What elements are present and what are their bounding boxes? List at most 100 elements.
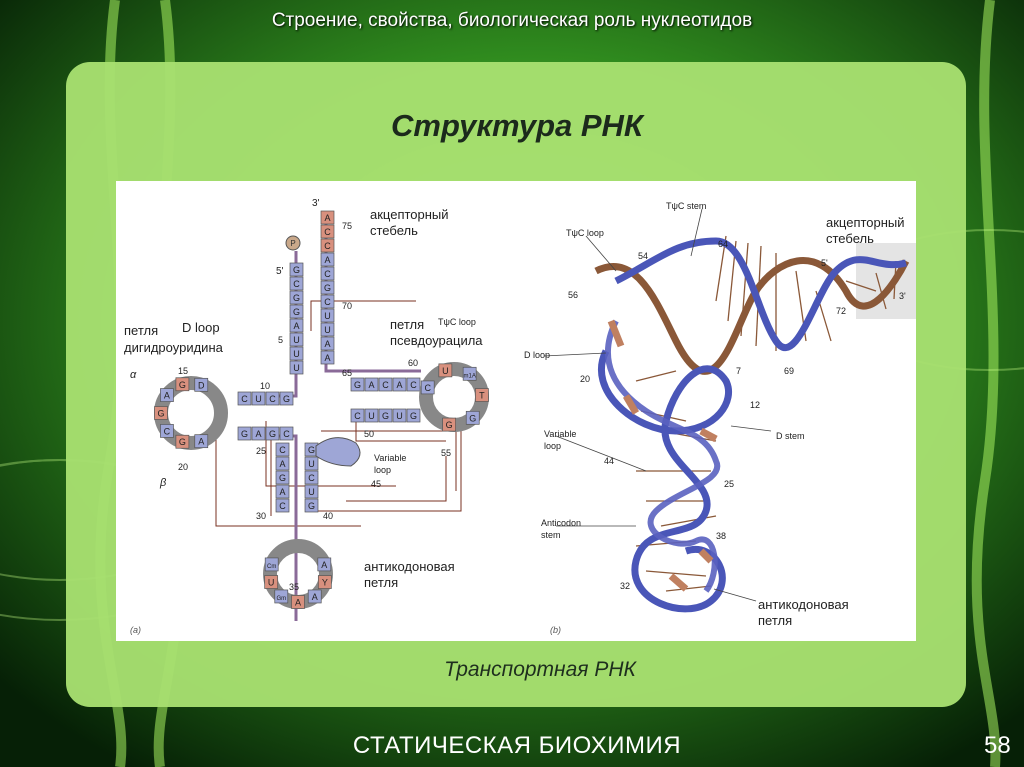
anticodon-loop-label-1: антикодоновая bbox=[364, 559, 455, 574]
d-loop-base: G bbox=[157, 409, 164, 419]
t-loop-ru-label-2: псевдоурацила bbox=[390, 333, 483, 348]
acceptor3-base: U bbox=[324, 311, 331, 321]
t-loop-base: G bbox=[469, 413, 476, 423]
anticodon-loop-base: A bbox=[312, 592, 318, 602]
anticodon3-cell bbox=[304, 484, 319, 499]
b-pos-25: 25 bbox=[724, 479, 734, 489]
slide-heading: Структура РНК bbox=[391, 108, 643, 143]
b-anticodon-loop-2: петля bbox=[758, 613, 792, 628]
darm-top-base: C bbox=[241, 394, 248, 404]
anticodon3-cell bbox=[304, 498, 319, 513]
tarm-top-cell bbox=[406, 377, 421, 392]
anticodon3-cell bbox=[304, 470, 319, 485]
figure-caption: Транспортная РНК bbox=[444, 658, 636, 681]
anticodon5-cell bbox=[275, 456, 290, 471]
panel-a-tag: (a) bbox=[130, 625, 141, 635]
t-loop-label: TψC loop bbox=[438, 317, 476, 327]
darm-top-base: U bbox=[255, 394, 262, 404]
acceptor3-base: G bbox=[324, 283, 331, 293]
anticodon-loop-base: Cm bbox=[267, 564, 276, 570]
acceptor5-cell bbox=[289, 290, 304, 305]
pos-5: 5 bbox=[278, 335, 283, 345]
acceptor3-cell bbox=[320, 322, 335, 337]
darm-bottom-base: A bbox=[255, 429, 261, 439]
d-loop-base: G bbox=[179, 437, 186, 447]
b-pos-44: 44 bbox=[604, 456, 614, 466]
anticodon-loop-cell bbox=[274, 589, 289, 604]
anticodon-loop-cell bbox=[317, 575, 332, 589]
anticodon5-cell bbox=[275, 498, 290, 513]
b-dloop-label: D loop bbox=[524, 350, 550, 360]
darm-bottom-cell bbox=[251, 426, 266, 441]
anticodon5-cell bbox=[275, 470, 290, 485]
anticodon-loop-label-2: петля bbox=[364, 575, 398, 590]
anticodon5-cell bbox=[275, 484, 290, 499]
alpha-label: α bbox=[130, 369, 137, 381]
pos-70: 70 bbox=[342, 301, 352, 311]
anticodon5-base: C bbox=[279, 501, 286, 511]
tarm-top-base: A bbox=[396, 380, 402, 390]
phosphate-label: P bbox=[290, 239, 295, 248]
anticodon5-cell bbox=[275, 442, 290, 457]
tarm-top-cell bbox=[378, 377, 393, 392]
acceptor3-cell bbox=[320, 238, 335, 253]
tarm-bottom-cell bbox=[378, 408, 393, 423]
tertiary-lines bbox=[215, 300, 462, 527]
d-loop-base: D bbox=[198, 380, 205, 390]
b-pos-7: 7 bbox=[736, 366, 741, 376]
darm-top-cell bbox=[279, 391, 294, 406]
t-loop-base: U bbox=[442, 366, 449, 376]
darm-bottom-base: G bbox=[241, 429, 248, 439]
tarm-bottom-base: G bbox=[382, 411, 389, 421]
d-loop-cell bbox=[160, 388, 174, 402]
page-number: 58 bbox=[984, 732, 1011, 759]
tarm-bottom-cell bbox=[364, 408, 379, 423]
t-loop-base: m1A bbox=[463, 373, 475, 379]
tarm-top-cell bbox=[392, 377, 407, 392]
acceptor3-cell bbox=[320, 350, 335, 365]
tarm-bottom-cell bbox=[392, 408, 407, 423]
footer-title: СТАТИЧЕСКАЯ БИОХИМИЯ bbox=[352, 732, 682, 759]
d-loop-base: A bbox=[198, 437, 204, 447]
tarm-top-base: A bbox=[368, 380, 374, 390]
b-pos-69: 69 bbox=[784, 366, 794, 376]
slide-top-title: Строение, свойства, биологическая роль н… bbox=[271, 10, 753, 31]
pos-15: 15 bbox=[178, 366, 188, 376]
t-loop-base: C bbox=[424, 383, 431, 393]
t-loop-ru-label-1: петля bbox=[390, 317, 424, 332]
acceptor5-cell bbox=[289, 332, 304, 347]
acceptor5-cell bbox=[289, 276, 304, 291]
pos-55: 55 bbox=[441, 448, 451, 458]
d-loop-label: D loop bbox=[182, 320, 220, 335]
tarm-top-cell bbox=[350, 377, 365, 392]
acceptor3-base: C bbox=[324, 227, 331, 237]
b-anticodon-stem-2: stem bbox=[541, 530, 561, 540]
acceptor5-base: G bbox=[293, 293, 300, 303]
d-loop-cell bbox=[175, 434, 190, 449]
acceptor-strand-blue bbox=[614, 237, 907, 352]
pos-50: 50 bbox=[364, 429, 374, 439]
anticodon-loop-cell bbox=[317, 557, 332, 572]
t-loop-base: G bbox=[446, 420, 453, 430]
acceptor3-base: A bbox=[324, 255, 330, 265]
d-loop-cell bbox=[194, 377, 209, 392]
acceptor5-base: C bbox=[293, 279, 300, 289]
b-pos-64: 64 bbox=[718, 239, 728, 249]
acceptor-stem-label-1: акцепторный bbox=[370, 207, 449, 222]
b-anticodon-stem-1: Anticodon bbox=[541, 518, 581, 528]
body-strand-blue bbox=[597, 349, 732, 613]
b-acceptor-label-2: стебель bbox=[826, 231, 874, 246]
pos-45: 45 bbox=[371, 479, 381, 489]
darm-bottom-base: G bbox=[269, 429, 276, 439]
darm-bottom-cell bbox=[279, 426, 294, 441]
acceptor-3prime-label: 3' bbox=[312, 198, 320, 209]
acceptor5-cell bbox=[289, 360, 304, 375]
acceptor3-cell bbox=[320, 336, 335, 351]
acceptor5-base: G bbox=[293, 307, 300, 317]
anticodon-loop-base: A bbox=[321, 560, 327, 570]
